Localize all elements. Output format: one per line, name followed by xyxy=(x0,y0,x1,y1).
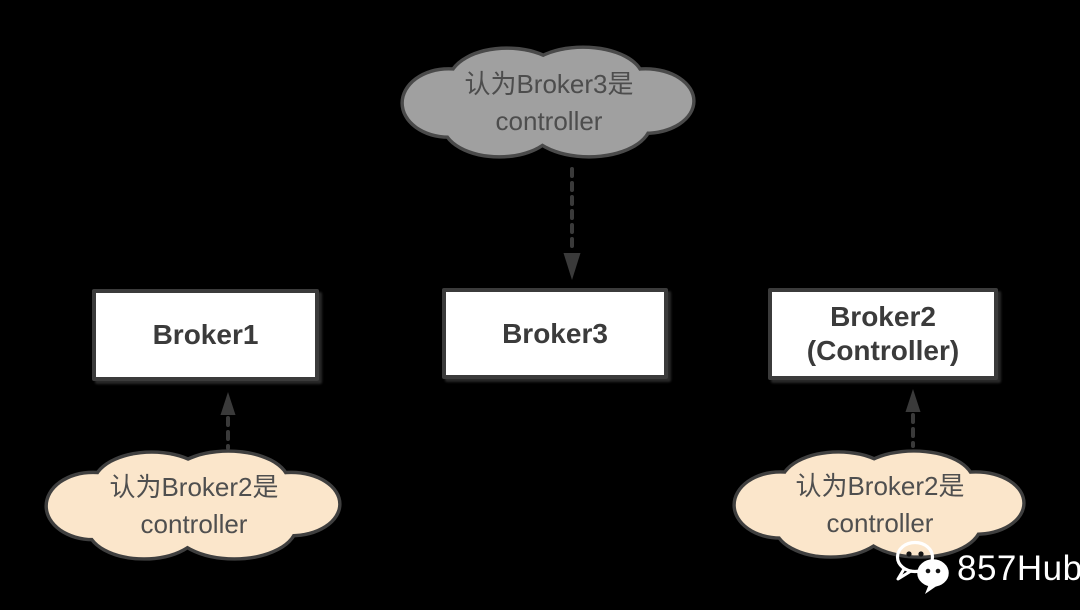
cloud-text-line2: controller xyxy=(826,508,934,538)
watermark-brand: 857Hub xyxy=(957,549,1080,588)
cloud-text-line1: 认为Broker2是 xyxy=(109,472,279,502)
cloud-text-line1: 认为Broker3是 xyxy=(464,69,634,99)
cloud-text-line2: controller xyxy=(140,509,248,539)
dashed-arrow-down-icon xyxy=(563,167,581,280)
broker2-label-line1: Broker2 xyxy=(830,301,936,332)
cloud-text-line2: controller xyxy=(495,106,603,136)
broker1-label: Broker1 xyxy=(152,319,259,350)
broker3-label: Broker3 xyxy=(502,317,608,349)
cloud-text-line1: 认为Broker2是 xyxy=(795,471,965,501)
watermark: 857Hub xyxy=(892,540,1080,598)
thought-cloud-right: 认为Broker2是 controller xyxy=(730,446,1030,564)
cloud-icon xyxy=(44,449,342,561)
broker3-box: Broker3 xyxy=(442,288,668,379)
broker2-label-line2: (Controller) xyxy=(806,335,960,366)
broker1-box: Broker1 xyxy=(92,289,319,381)
broker2-box: Broker2 (Controller) xyxy=(768,288,998,380)
thought-cloud-top: 认为Broker3是 controller xyxy=(398,42,700,164)
dashed-arrow-up-right-icon xyxy=(905,389,921,448)
wechat-icon xyxy=(895,540,949,594)
thought-cloud-left: 认为Broker2是 controller xyxy=(42,446,346,566)
cloud-icon xyxy=(400,45,696,159)
cloud-icon xyxy=(732,449,1026,559)
dashed-arrow-up-left-icon xyxy=(220,392,236,450)
